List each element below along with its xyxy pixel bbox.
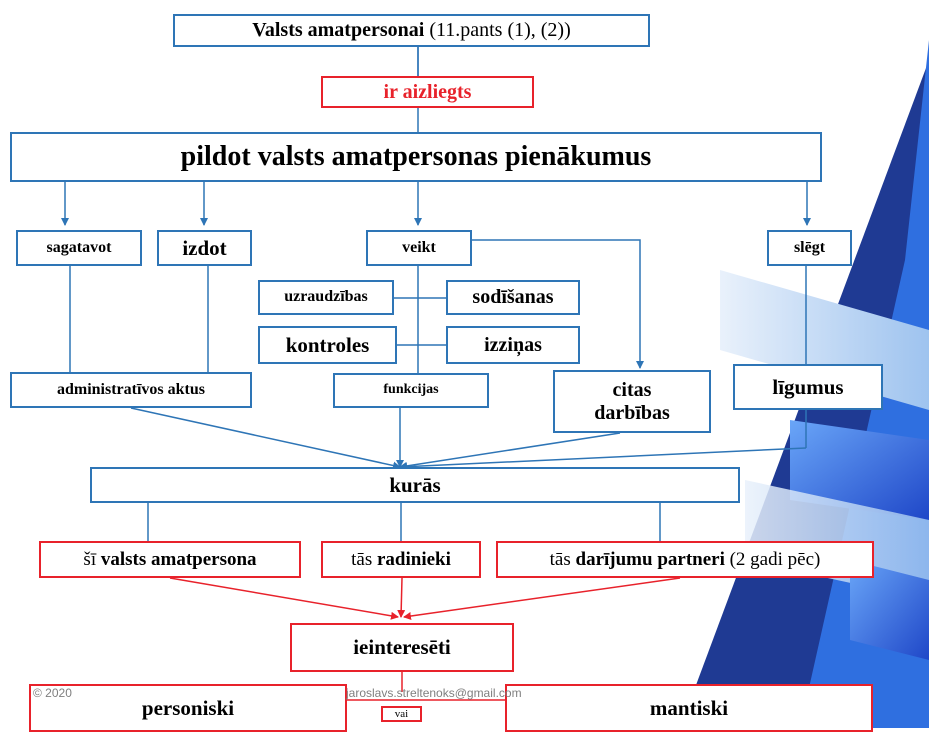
functions-label: funkcijas: [383, 382, 439, 398]
financial-box: mantiski: [505, 684, 873, 732]
partners-box: tās darījumu partneri (2 gadi pēc): [496, 541, 874, 578]
deco-light-stripe-2: [790, 420, 929, 520]
partners-suffix: (2 gadi pēc): [724, 548, 821, 570]
carry-out-label: veikt: [402, 238, 436, 256]
contracts-label: līgumus: [772, 374, 844, 399]
prepare-label: sagatavot: [46, 238, 112, 256]
supervision-box: uzraudzības: [258, 280, 394, 315]
issue-box: izdot: [157, 230, 252, 266]
relatives-prefix: tās: [351, 548, 377, 570]
in-which-box: kurās: [90, 467, 740, 503]
perform-duties-box: pildot valsts amatpersonas pienākumus: [10, 132, 822, 182]
or-box: vai: [381, 706, 422, 722]
control-box: kontroles: [258, 326, 397, 364]
inquiry-label: izziņas: [484, 333, 542, 356]
contracts-box: līgumus: [733, 364, 883, 410]
relatives-bold: radinieki: [376, 548, 451, 570]
personal-label: personiski: [141, 695, 235, 720]
sanction-box: sodīšanas: [446, 280, 580, 315]
control-label: kontroles: [285, 332, 370, 357]
supervision-label: uzraudzības: [284, 288, 368, 306]
inquiry-box: izziņas: [446, 326, 580, 364]
official-bold: valsts amatpersona: [100, 548, 257, 570]
functions-box: funkcijas: [333, 373, 489, 408]
admin-acts-label: administratīvos aktus: [56, 380, 206, 398]
financial-label: mantiski: [649, 695, 729, 720]
copyright-text: © 2020: [33, 686, 72, 700]
interested-label: ieinteresēti: [353, 635, 451, 660]
prepare-box: sagatavot: [16, 230, 142, 266]
other-actions-box: citas darbības: [553, 370, 711, 433]
sanction-label: sodīšanas: [472, 286, 554, 308]
partners-prefix: tās: [549, 548, 576, 570]
issue-label: izdot: [182, 235, 227, 260]
admin-acts-box: administratīvos aktus: [10, 372, 252, 408]
partners-bold: darījumu partneri: [575, 548, 725, 570]
in-which-label: kurās: [389, 472, 441, 497]
author-email: jaroslavs.streltenoks@gmail.com: [346, 686, 522, 700]
top-title-box: Valsts amatpersonai (11.pants (1), (2)): [173, 14, 650, 47]
prohibited-box: ir aizliegts: [321, 76, 534, 108]
personal-box: personiski: [29, 684, 347, 732]
relatives-box: tās radinieki: [321, 541, 481, 578]
other-actions-line1: citas: [612, 378, 652, 401]
conclude-label: slēgt: [793, 238, 826, 256]
official-prefix: šī: [83, 548, 101, 570]
or-label: vai: [394, 707, 409, 720]
top-title-reference: (11.pants (1), (2)): [424, 19, 571, 41]
prohibited-label: ir aizliegts: [383, 80, 472, 103]
interested-box: ieinteresēti: [290, 623, 514, 672]
official-box: šī valsts amatpersona: [39, 541, 301, 578]
top-title-bold: Valsts amatpersonai: [252, 19, 425, 41]
conclude-box: slēgt: [767, 230, 852, 266]
carry-out-box: veikt: [366, 230, 472, 266]
perform-duties-label: pildot valsts amatpersonas pienākumus: [180, 140, 652, 172]
other-actions-line2: darbības: [594, 401, 670, 424]
deco-light-stripe-4: [850, 560, 929, 660]
